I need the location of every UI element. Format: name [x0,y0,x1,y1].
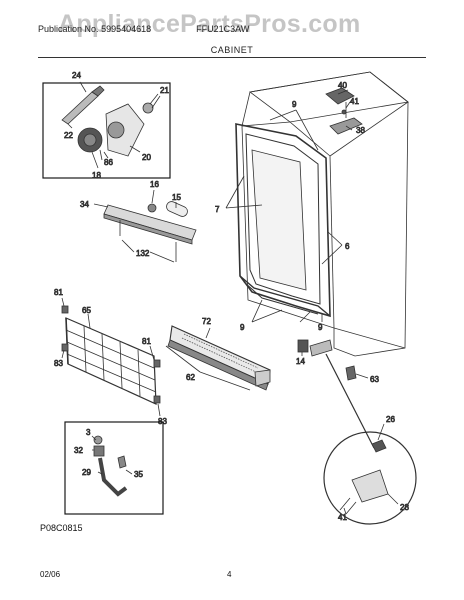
drain-assembly-inset [64,421,164,515]
callout-9-right: 9 [318,323,323,332]
callout-7: 7 [215,205,220,214]
model-prefix: FFU21C [196,24,231,34]
kick-grille [61,305,161,405]
callout-132: 132 [136,249,150,258]
callout-22: 22 [64,131,73,140]
callout-81-right: 81 [142,337,151,346]
callout-16: 16 [150,180,159,189]
callout-9-top: 9 [292,100,297,109]
callout-29: 29 [82,468,91,477]
bottom-hinge [297,339,357,381]
callout-3: 3 [86,428,91,437]
callout-86: 86 [104,158,113,167]
model-suffix: 3AW [230,24,250,34]
publication-header: Publication No. 5995404618 FFU21C3AW [38,24,249,34]
callout-14: 14 [296,357,305,366]
callout-28: 28 [400,503,409,512]
callout-24: 24 [72,71,81,80]
callout-9-left: 9 [240,323,245,332]
door-liner-frame [235,123,331,318]
diagram-code: P08C0815 [40,523,83,533]
light-shield [103,201,197,262]
hinge-detail-circle [323,431,417,525]
callout-18: 18 [92,171,101,180]
callout-65: 65 [82,306,91,315]
revision-date: 02/06 [40,570,61,579]
callout-41-detail: 41 [338,513,347,522]
callout-20: 20 [142,153,151,162]
callout-83-left: 83 [54,359,63,368]
callout-40: 40 [338,81,347,90]
callout-38: 38 [356,126,365,135]
section-title: CABINET [210,45,254,55]
light-assembly-inset [42,82,171,179]
callout-21: 21 [160,86,169,95]
watermark: AppliancePartsPros.com [58,10,361,38]
callout-35: 35 [134,470,143,479]
header-rule [38,57,426,58]
toe-plate [167,325,271,391]
callout-41-top: 41 [350,97,359,106]
callout-26: 26 [386,415,395,424]
callout-6: 6 [345,242,350,251]
publication-label: Publication No. [38,24,99,34]
publication-number: 5995404618 [101,24,152,34]
callout-72: 72 [202,317,211,326]
callout-32: 32 [74,446,83,455]
callout-34: 34 [80,200,89,209]
callout-15: 15 [172,193,181,202]
callout-63: 63 [370,375,379,384]
page-number: 4 [227,570,232,579]
callout-81-left: 81 [54,288,63,297]
callout-62: 62 [186,373,195,382]
